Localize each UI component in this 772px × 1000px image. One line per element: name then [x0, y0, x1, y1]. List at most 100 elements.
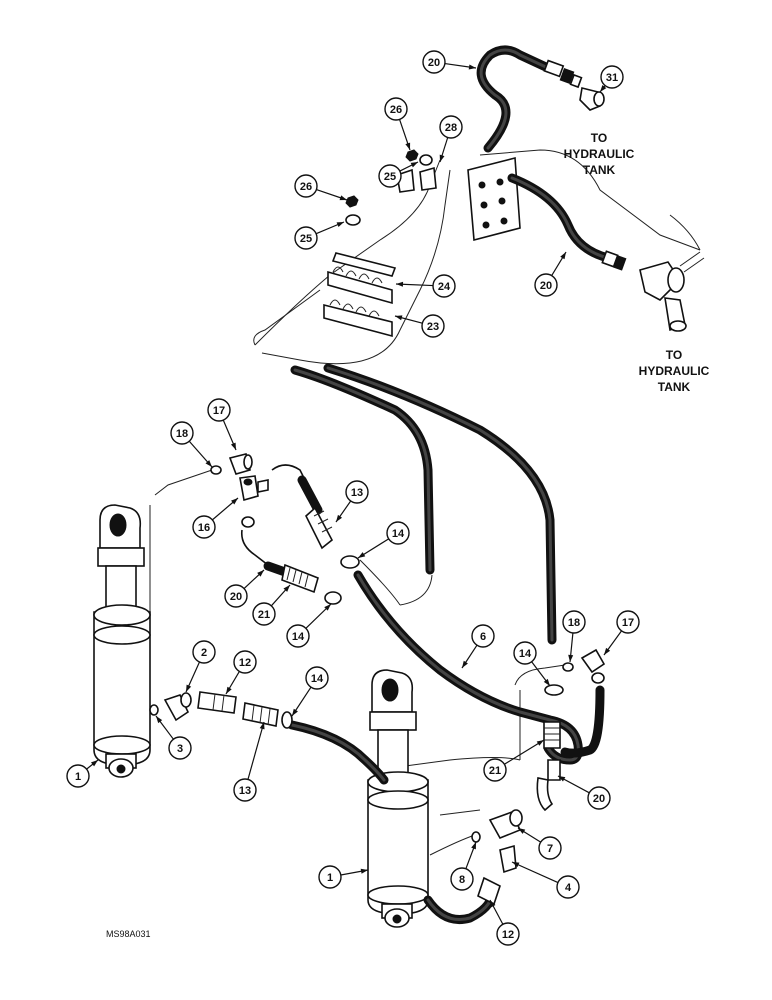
callout-1: 1	[318, 865, 369, 889]
callout-25: 25	[294, 221, 345, 250]
callout-6: 6	[461, 624, 495, 669]
clamp-half-upper	[327, 266, 393, 305]
callout-circle	[286, 624, 310, 648]
callout-number: 13	[239, 785, 251, 797]
callout-20: 20	[534, 251, 567, 297]
callout-number: 21	[489, 765, 501, 777]
callout-arrowhead	[230, 442, 236, 450]
tee-fitting-16	[239, 475, 269, 502]
callout-circle	[471, 624, 495, 648]
callout-arrowhead	[560, 252, 566, 260]
callout-circle	[616, 610, 640, 634]
clamp-assembly	[323, 149, 521, 338]
callout-arrowhead	[292, 708, 298, 716]
nut-washer-lower	[345, 195, 361, 226]
callout-circle	[192, 640, 216, 664]
cylinder-clevis-bottom-right	[381, 903, 413, 928]
callout-number: 7	[547, 843, 553, 855]
left-lower-fittings	[149, 691, 293, 729]
callout-number: 17	[622, 617, 634, 629]
callout-21: 21	[252, 584, 291, 626]
callout-25: 25	[378, 161, 419, 188]
callout-arrowhead	[604, 647, 611, 655]
tee-fitting-lower-tank	[639, 251, 705, 332]
callout-number: 14	[392, 528, 405, 540]
callout-number: 20	[593, 793, 605, 805]
bracket-pair-28	[396, 166, 437, 193]
callout-13: 13	[335, 480, 369, 523]
callout-number: 16	[198, 522, 210, 534]
callout-number: 26	[390, 104, 402, 116]
callout-number: 18	[176, 428, 188, 440]
callout-arrowhead	[558, 776, 566, 782]
callout-28: 28	[439, 115, 463, 163]
callout-4: 4	[511, 861, 580, 899]
callout-14: 14	[291, 666, 329, 717]
callout-circle	[496, 922, 520, 946]
tank-note-lower-line-3: TANK	[658, 380, 691, 394]
callout-arrowhead	[518, 828, 526, 834]
callout-circle	[294, 226, 318, 250]
elbow-fitting-2	[163, 692, 192, 722]
callout-number: 2	[201, 647, 207, 659]
callout-circle	[384, 97, 408, 121]
callout-number: 14	[311, 673, 324, 685]
hose-20-upper-left	[240, 529, 342, 605]
callout-arrowhead	[490, 900, 496, 908]
right-fittings	[471, 648, 606, 906]
callout-number: 12	[502, 929, 514, 941]
callout-circle	[207, 398, 231, 422]
callout-arrowhead	[283, 585, 290, 592]
callout-circle	[386, 521, 410, 545]
callout-number: 6	[480, 631, 486, 643]
callout-arrowhead	[336, 222, 344, 228]
drawing-code: MS98A031	[106, 929, 151, 939]
callout-arrowhead	[259, 722, 265, 730]
callout-number: 26	[300, 181, 312, 193]
callout-arrowhead	[410, 162, 418, 168]
callout-circle	[192, 515, 216, 539]
coupler-13-left	[242, 702, 279, 727]
callout-circle	[587, 786, 611, 810]
callout-31: 31	[599, 65, 624, 93]
cylinder-clevis-bottom	[105, 753, 137, 778]
callout-circle	[378, 164, 402, 188]
callout-circle	[318, 865, 342, 889]
callout-arrowhead	[536, 740, 544, 746]
steel-tubes	[290, 363, 605, 765]
callout-1: 1	[66, 759, 99, 788]
left-hydraulic-cylinder	[93, 504, 151, 778]
callout-24: 24	[395, 274, 456, 298]
hose-end-fitting-upper	[543, 59, 583, 89]
callout-circle	[66, 764, 90, 788]
callout-number: 18	[568, 617, 580, 629]
coupler-12-right	[477, 876, 501, 906]
callout-number: 25	[384, 171, 396, 183]
callout-layer: 2031262825262524232018171613142021142121…	[66, 50, 640, 946]
tee-fitting-7	[488, 809, 523, 840]
callout-18: 18	[170, 421, 213, 468]
callout-circle	[450, 867, 474, 891]
callout-circle	[421, 314, 445, 338]
callout-arrowhead	[512, 862, 520, 868]
callout-arrowhead	[339, 195, 347, 201]
callout-arrowhead	[205, 460, 212, 467]
callout-number: 20	[428, 57, 440, 69]
callout-arrowhead	[358, 552, 366, 558]
callout-circle	[513, 641, 537, 665]
tank-note-lower-line-1: TO	[666, 348, 682, 362]
callout-number: 20	[230, 591, 242, 603]
callout-12: 12	[225, 650, 257, 695]
callout-circle	[562, 610, 586, 634]
callout-circle	[556, 875, 580, 899]
callout-12: 12	[489, 899, 520, 946]
callout-3: 3	[155, 715, 192, 760]
callout-circle	[170, 421, 194, 445]
callout-arrowhead	[439, 154, 445, 162]
callout-arrowhead	[226, 686, 232, 694]
callout-number: 23	[427, 321, 439, 333]
callout-circle	[224, 584, 248, 608]
callout-14: 14	[286, 603, 332, 648]
cylinder-clevis-top-right	[369, 669, 417, 731]
